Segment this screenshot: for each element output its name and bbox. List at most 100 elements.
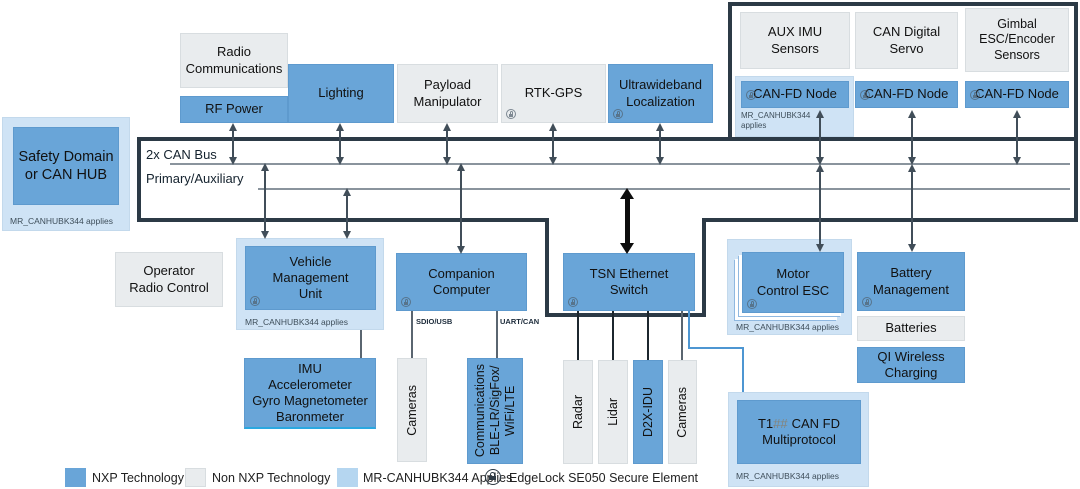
arrow-bus-vmu-auxiliary <box>342 188 351 239</box>
batteries-label: Batteries <box>885 320 937 336</box>
t1-canfd-note: MR_CANHUBK344 applies <box>736 471 839 481</box>
communications-label: Communications BLE-LR/SigFox/ WiFi/LTE <box>472 364 517 458</box>
qi-charging-box: QI Wireless Charging <box>857 347 965 383</box>
bus-outline-bottom-left <box>137 218 549 222</box>
tsn-radar-line <box>577 311 579 360</box>
batteries-box: Batteries <box>857 316 965 341</box>
safety-domain-box: Safety Domain or CAN HUB <box>13 127 119 205</box>
legend-non-nxp-label: Non NXP Technology <box>212 471 331 485</box>
arrow-bus-companion <box>456 163 465 254</box>
vmu-label: Vehicle Management Unit <box>272 253 349 302</box>
legend-nxp-label: NXP Technology <box>92 471 184 485</box>
ultrawideband-box: Ultrawideband Localization <box>608 64 713 123</box>
secure-element-icon <box>746 90 756 100</box>
lighting-box: Lighting <box>288 64 394 123</box>
lidar-label: Lidar <box>605 398 620 426</box>
cameras-left-box: Cameras <box>397 358 427 462</box>
secure-element-icon <box>568 297 578 307</box>
aux-imu-label: AUX IMU Sensors <box>767 24 823 56</box>
arrow-bus-battery <box>907 164 916 252</box>
radio-communications-box: Radio Communications <box>180 33 288 88</box>
vmu-box: Vehicle Management Unit <box>245 246 376 310</box>
radar-label: Radar <box>570 394 585 430</box>
canfd-node3-box: CAN-FD Node <box>965 81 1069 108</box>
tsn-switch-box: TSN Ethernet Switch <box>563 253 695 311</box>
sensor-group-outline <box>728 2 1078 141</box>
operator-radio-box: Operator Radio Control <box>115 252 223 307</box>
tsn-lidar-line <box>612 311 614 360</box>
gimbal-label: Gimbal ESC/Encoder Sensors <box>979 16 1055 62</box>
tsn-t1-link-v1 <box>688 311 690 349</box>
legend-mr-swatch <box>337 468 358 487</box>
vmu-note: MR_CANHUBK344 applies <box>245 317 348 327</box>
battery-management-box: Battery Management <box>857 252 965 311</box>
payload-manipulator-label: Payload Manipulator <box>413 77 482 109</box>
legend-mr-label: MR-CANHUBK344 Applies <box>363 471 513 485</box>
bus-outline-left <box>137 137 141 222</box>
secure-element-icon <box>506 109 516 119</box>
secure-element-icon <box>250 296 260 306</box>
canfd-node1-box: CAN-FD Node <box>741 81 849 108</box>
secure-element-icon <box>860 90 870 100</box>
d2x-idu-box: D2X-IDU <box>633 360 663 464</box>
motor-esc-label: Motor Control ESC <box>756 266 830 298</box>
companion-computer-label: Companion Computer <box>428 265 495 297</box>
arrow-rtkgps-bus <box>548 123 557 165</box>
safety-domain-note: MR_CANHUBK344 applies <box>10 216 113 226</box>
lidar-box: Lidar <box>598 360 628 464</box>
arrow-uwb-bus <box>655 123 664 165</box>
tsn-t1-link-h <box>688 347 744 349</box>
aux-imu-box: AUX IMU Sensors <box>740 12 850 69</box>
arrow-node2-bus <box>907 110 916 165</box>
qi-charging-label: QI Wireless Charging <box>877 348 945 380</box>
secure-element-icon <box>613 109 623 119</box>
ultrawideband-label: Ultrawideband Localization <box>618 77 703 109</box>
gimbal-box: Gimbal ESC/Encoder Sensors <box>965 8 1069 72</box>
arrow-bus-tsn <box>620 188 634 254</box>
bus-label-2: Primary/Auxiliary <box>146 171 244 186</box>
secure-element-icon <box>401 297 411 307</box>
legend-non-nxp-swatch <box>185 468 206 487</box>
can-digital-servo-box: CAN Digital Servo <box>855 12 958 69</box>
companion-cameras-line <box>411 311 413 358</box>
tsn-notch-bottom <box>545 313 706 317</box>
bus-outline-top <box>137 137 732 141</box>
sdio-usb-label: SDIO/USB <box>416 317 453 326</box>
secure-element-icon <box>970 90 980 100</box>
imu-label: IMU Accelerometer Gyro Magnetometer Baro… <box>252 360 368 425</box>
bus-outline-bottom-right <box>702 218 1078 222</box>
can-digital-servo-label: CAN Digital Servo <box>872 24 941 56</box>
imu-box: IMU Accelerometer Gyro Magnetometer Baro… <box>244 358 376 429</box>
canfd-node3-label: CAN-FD Node <box>975 86 1059 102</box>
safety-domain-label: Safety Domain or CAN HUB <box>18 148 114 183</box>
edgelock-icon <box>485 469 501 485</box>
rf-power-box: RF Power <box>180 96 288 123</box>
lighting-label: Lighting <box>318 85 364 101</box>
tsn-notch-left <box>545 218 549 317</box>
arrow-payload-bus <box>442 123 451 165</box>
legend-nxp-swatch <box>65 468 86 487</box>
tsn-notch-right <box>702 218 706 317</box>
rf-power-label: RF Power <box>205 101 263 117</box>
arrow-rfpower-bus <box>228 123 237 165</box>
arrow-node1-bus <box>815 110 824 165</box>
tsn-t1-link-v2 <box>742 347 744 393</box>
canfd-node2-label: CAN-FD Node <box>864 86 949 102</box>
radar-box: Radar <box>563 360 593 464</box>
rtk-gps-box: RTK-GPS <box>501 64 606 123</box>
battery-management-label: Battery Management <box>873 265 949 297</box>
tsn-cameras-line <box>681 311 683 360</box>
cameras-right-box: Cameras <box>668 360 697 464</box>
cameras-left-label: Cameras <box>404 384 419 436</box>
vmu-imu-line <box>360 310 362 358</box>
payload-manipulator-box: Payload Manipulator <box>397 64 498 123</box>
uart-can-label: UART/CAN <box>500 317 540 326</box>
secure-element-icon <box>747 299 757 309</box>
arrow-lighting-bus <box>335 123 344 165</box>
arrow-bus-motor <box>815 164 824 252</box>
motor-esc-note: MR_CANHUBK344 applies <box>736 322 839 332</box>
motor-esc-box: Motor Control ESC <box>742 252 844 313</box>
